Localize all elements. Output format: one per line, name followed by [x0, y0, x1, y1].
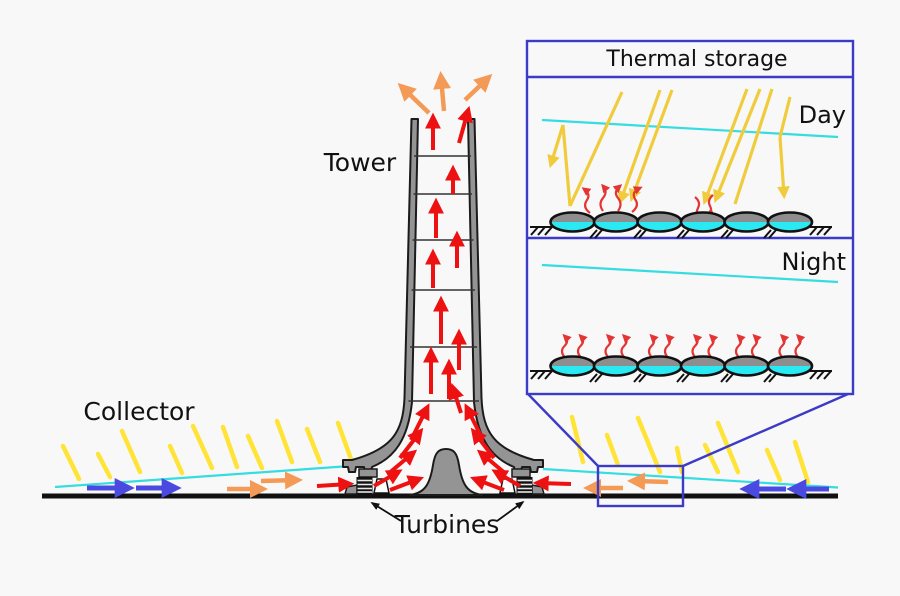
turbines-pointer-arrows	[370, 500, 525, 522]
storage-bags-day	[549, 211, 814, 233]
tower-segment-lines	[408, 155, 479, 402]
day-label: Day	[799, 101, 846, 129]
collector-label: Collector	[83, 397, 195, 426]
hot-air-arrows	[316, 105, 572, 493]
turbines-label: Turbines	[394, 510, 500, 539]
ground-hatching-day	[530, 226, 832, 239]
inset-day-rays	[547, 88, 792, 207]
tower-label: Tower	[323, 148, 397, 177]
zoom-callout	[527, 392, 849, 508]
zoom-source-box	[596, 464, 685, 508]
storage-bags-night	[549, 355, 814, 377]
inset-night-heat-waves	[562, 336, 801, 357]
warm-air-arrows	[227, 471, 669, 498]
thermal-storage-inset: Thermal storage Day Night	[525, 39, 855, 396]
tower-base-dome	[409, 448, 483, 496]
night-label: Night	[782, 248, 846, 276]
inset-canopy-night	[541, 263, 839, 284]
inset-title: Thermal storage	[605, 47, 787, 72]
exhaust-arrows	[397, 71, 493, 115]
inset-canopy-day	[541, 118, 839, 139]
ground-hatching-night	[530, 370, 832, 383]
sun-rays-left	[60, 418, 354, 482]
cool-air-arrows	[87, 478, 829, 499]
